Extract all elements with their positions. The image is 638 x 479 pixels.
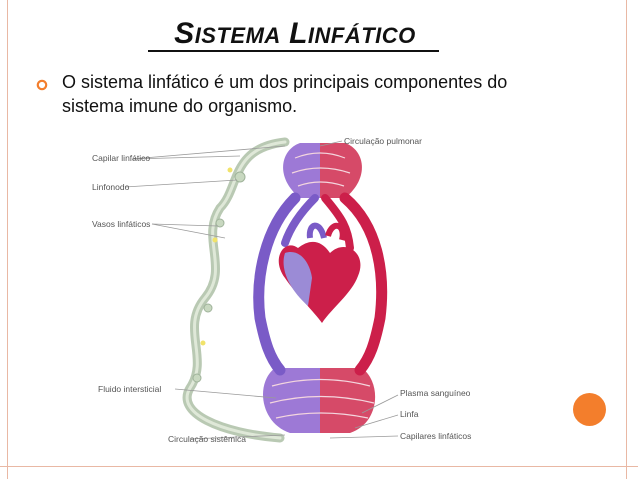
label-vasos-linfaticos: Vasos linfáticos xyxy=(92,219,150,229)
heart-right-side xyxy=(283,252,312,306)
label-circulacao-sistemica: Circulação sistêmica xyxy=(168,434,246,444)
label-capilar-linfatico: Capilar linfático xyxy=(92,153,150,163)
frame-left-line xyxy=(7,0,8,479)
bullet-text: O sistema linfático é um dos principais … xyxy=(62,72,508,116)
frame-bottom-line xyxy=(0,466,638,467)
lymphatic-vessel-inner xyxy=(185,140,287,440)
arterial-loop xyxy=(339,192,388,376)
venous-loop xyxy=(253,192,301,376)
lymph-node-1 xyxy=(234,171,246,183)
label-capilares-linfaticos: Capilares linfáticos xyxy=(400,431,471,441)
title-underline xyxy=(148,50,439,52)
decorative-orange-circle xyxy=(573,393,606,426)
frame-right-line xyxy=(626,0,627,479)
lymph-node-3 xyxy=(203,303,213,313)
lymph-node-2 xyxy=(215,218,225,228)
systemic-capillaries-arterial xyxy=(320,368,376,433)
systemic-capillaries-venous xyxy=(263,368,320,433)
lymphatic-system-diagram: Capilar linfático Linfonodo Vasos linfát… xyxy=(92,136,471,444)
label-fluido-intersticial: Fluido intersticial xyxy=(98,384,161,394)
label-linfa: Linfa xyxy=(400,409,419,419)
bullet-icon xyxy=(36,79,48,91)
label-plasma-sanguineo: Plasma sanguíneo xyxy=(400,388,471,398)
label-linfonodo: Linfonodo xyxy=(92,182,130,192)
slide-title: SISTEMA LINFÁTICO xyxy=(174,17,416,50)
lymph-node-4 xyxy=(192,373,202,383)
label-circulacao-pulmonar: Circulação pulmonar xyxy=(344,136,422,146)
